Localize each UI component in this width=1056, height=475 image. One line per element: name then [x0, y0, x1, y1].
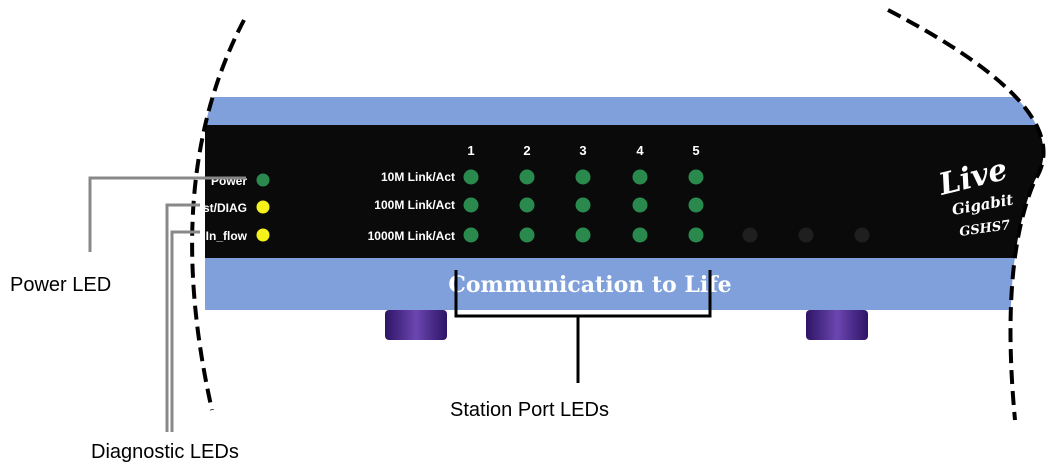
port-led-4-1000m: [632, 227, 648, 243]
diag-label: st/DIAG: [203, 201, 247, 215]
diag-led-leader-2: [170, 230, 200, 432]
station-port-bracket: [454, 270, 712, 318]
row-label-10m: 10M Link/Act: [381, 170, 455, 184]
port-number-1: 1: [467, 143, 474, 158]
slogan: Communication to Life: [448, 272, 731, 298]
port-led-1-10m: [463, 169, 479, 185]
left-cutaway: [0, 0, 244, 475]
port-number-5: 5: [692, 143, 699, 158]
row-label-100m: 100M Link/Act: [374, 198, 455, 212]
power-label: Power: [211, 174, 247, 188]
diag-led-leader: [165, 203, 200, 432]
port-led-3-1000m: [575, 227, 591, 243]
black-led-panel: [205, 125, 1050, 258]
port-led-7-off: [798, 227, 814, 243]
port-led-4-10m: [632, 169, 648, 185]
port-led-6-off: [742, 227, 758, 243]
port-led-2-1000m: [519, 227, 535, 243]
inflow-label: In_flow: [206, 229, 248, 243]
power-led: [256, 173, 270, 187]
port-led-3-100m: [575, 197, 591, 213]
port-led-1-1000m: [463, 227, 479, 243]
foot-left: [385, 310, 447, 340]
port-number-3: 3: [579, 143, 586, 158]
right-cutaway: [888, 0, 1056, 420]
port-led-8-off: [854, 227, 870, 243]
port-led-5-10m: [688, 169, 704, 185]
power-led-callout: Power LED: [10, 274, 112, 296]
port-led-3-10m: [575, 169, 591, 185]
inflow-led: [256, 228, 270, 242]
port-number-2: 2: [523, 143, 530, 158]
port-led-2-10m: [519, 169, 535, 185]
foot-right: [806, 310, 868, 340]
bottom-blue-band: [205, 258, 1020, 310]
port-led-2-100m: [519, 197, 535, 213]
port-led-5-100m: [688, 197, 704, 213]
port-led-1-100m: [463, 197, 479, 213]
diag-led: [256, 200, 270, 214]
power-led-leader: [88, 176, 246, 252]
diagnostic-leds-callout: Diagnostic LEDs: [91, 441, 239, 463]
brand-model: GSHS7: [958, 218, 1011, 240]
port-led-4-100m: [632, 197, 648, 213]
right-break-line: [887, 8, 1046, 421]
left-break-line: [190, 19, 246, 411]
row-label-1000m: 1000M Link/Act: [368, 229, 455, 243]
port-led-5-1000m: [688, 227, 704, 243]
port-number-4: 4: [636, 143, 644, 158]
station-port-leds-callout: Station Port LEDs: [450, 399, 609, 421]
top-blue-band: [205, 97, 1055, 125]
